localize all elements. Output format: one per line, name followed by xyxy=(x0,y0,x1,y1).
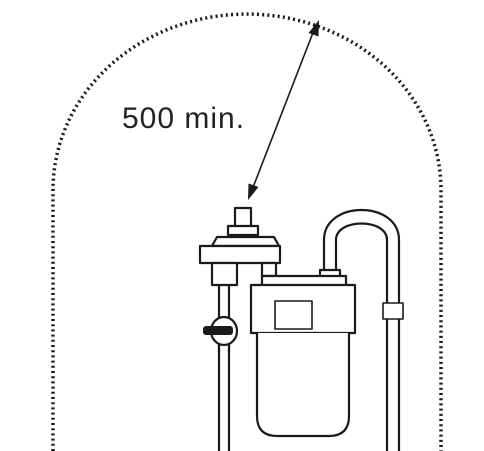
shut-off-valve xyxy=(203,315,239,354)
gas-meter xyxy=(249,268,357,438)
dimension-label: 500 min. xyxy=(122,102,245,135)
dimension-arrow xyxy=(248,20,319,200)
clearance-envelope xyxy=(51,12,443,451)
outlet-pipe xyxy=(322,209,404,451)
inlet-pipe xyxy=(217,282,231,451)
gas-regulator xyxy=(198,206,282,287)
